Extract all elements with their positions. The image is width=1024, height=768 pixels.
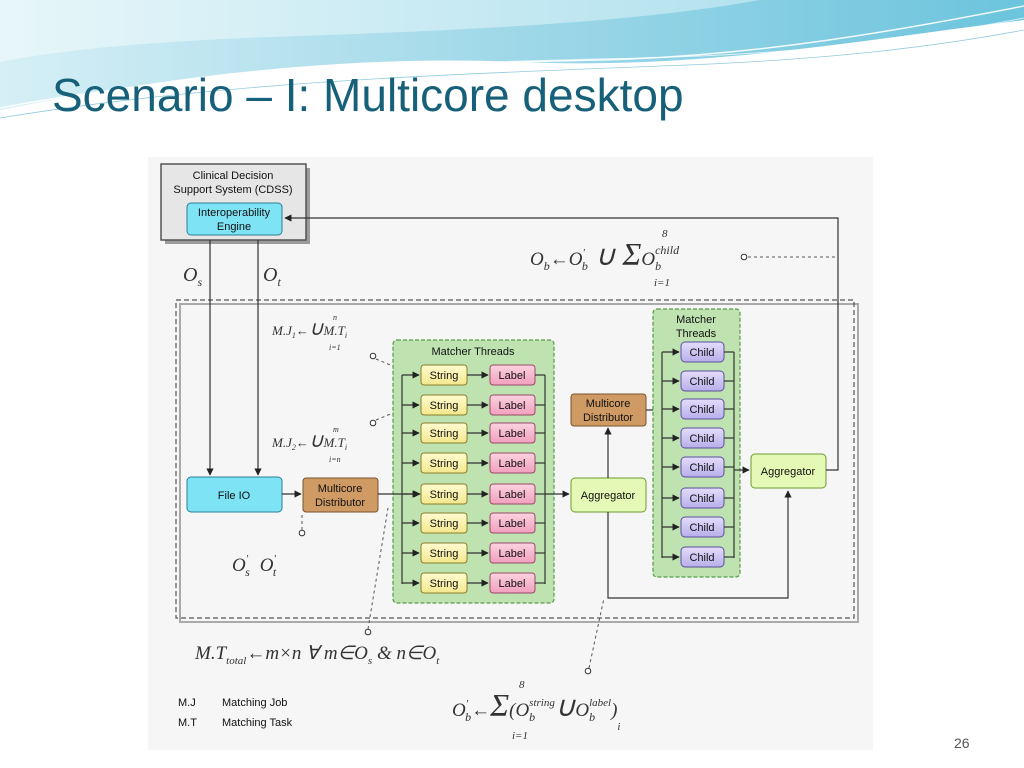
file-io-label: File IO (218, 490, 251, 502)
multicore-distributor-1-line2: Distributor (315, 497, 365, 509)
string-matcher-label: String (430, 489, 459, 501)
matcher-row: String Label (402, 572, 545, 594)
ob-bottom-connector (588, 597, 605, 669)
formula-mj1-lower: i=1 (329, 343, 341, 352)
aggregator-2-label: Aggregator (761, 466, 816, 478)
ob-bottom-anchor (584, 667, 592, 675)
label-matcher-label: Label (499, 548, 526, 560)
formula-ob-anchor (740, 253, 748, 261)
legend-abbr-mj: M.J (178, 697, 196, 709)
string-matcher-label: String (430, 458, 459, 470)
child-matcher-label: Child (689, 493, 714, 505)
mt-total-connector (367, 507, 389, 630)
child-matcher-label: Child (689, 376, 714, 388)
child-row: Child (662, 487, 734, 509)
matcher-threads-panel-2-title-line2: Threads (676, 328, 717, 340)
matcher-row: String Label (402, 364, 545, 386)
child-row: Child (662, 456, 734, 478)
multicore-distributor-2-line2: Distributor (583, 412, 633, 424)
formula-mj2-anchor (369, 419, 377, 427)
matcher-threads-panel-2-title-line1: Matcher (676, 314, 716, 326)
formula-mj2: M.J2←∪M.Ti (271, 430, 347, 452)
formula-ob-prime-upper: 8 (519, 679, 525, 691)
banner-wave-line-2 (59, 17, 1024, 101)
string-matcher-label: String (430, 578, 459, 590)
os-ot-prime-anchor (298, 529, 306, 537)
interoperability-engine-box (186, 202, 283, 236)
matcher-row: String Label (402, 512, 545, 534)
child-matcher-label: Child (689, 552, 714, 564)
matcher-row: String Label (402, 483, 545, 505)
multicore-system-boundary-shadow (179, 303, 859, 623)
interoperability-engine-line2: Engine (217, 221, 251, 233)
label-matcher-label: Label (499, 428, 526, 440)
legend-meaning-mt: Matching Task (222, 717, 293, 729)
string-matcher-label: String (430, 518, 459, 530)
child-matcher-label: Child (689, 433, 714, 445)
child-row: Child (662, 516, 734, 538)
interoperability-engine-line1: Interoperability (198, 207, 271, 219)
aggregator1-to-aggregator2-path (607, 490, 792, 599)
formula-ob-aggregate: Ob←O'b ∪ ΣObchild (530, 236, 680, 273)
string-matcher-label: String (430, 400, 459, 412)
label-matcher-label: Label (499, 370, 526, 382)
child-row: Child (662, 546, 734, 568)
legend-abbr-mt: M.T (178, 717, 197, 729)
formula-mj1-upper: n (333, 313, 337, 322)
aggregator-1-label: Aggregator (581, 490, 636, 502)
header-wave-banner (0, 0, 1024, 119)
mt-total-anchor (364, 628, 372, 636)
ot-label: Ot (263, 264, 281, 289)
formula-ob-sum-lower: i=1 (654, 277, 670, 289)
matcher-row: String Label (402, 394, 545, 416)
formula-mj1: M.J1←∪M.Ti (271, 318, 347, 340)
matcher-row: String Label (402, 542, 545, 564)
formula-mt-total: M.Ttotal←m×n ∀ m∈Os & n∈Ot (194, 643, 440, 667)
string-matcher-label: String (430, 428, 459, 440)
matcher-threads-panel-1-title: Matcher Threads (432, 346, 515, 358)
child-matcher-label: Child (689, 404, 714, 416)
formula-ob-prime: O'b←Σ(Obstring∪Oblabel)i (452, 687, 620, 733)
child-matcher-label: Child (689, 522, 714, 534)
label-matcher-label: Label (499, 489, 526, 501)
multicore-distributor-2-line1: Multicore (586, 398, 631, 410)
child-row: Child (662, 427, 734, 449)
string-matcher-label: String (430, 370, 459, 382)
child-matcher-label: Child (689, 347, 714, 359)
aggregator-2-box (750, 453, 827, 489)
formula-mj1-anchor (369, 352, 377, 360)
label-matcher-label: Label (499, 400, 526, 412)
matcher-row: String Label (402, 452, 545, 474)
formula-ob-sum-upper: 8 (662, 228, 668, 240)
formula-ob-prime-lower: i=1 (512, 730, 528, 742)
multicore-distributor-1-box (302, 477, 379, 513)
banner-wave-line-3 (0, 29, 1024, 119)
cdss-title-line1: Clinical Decision (193, 170, 274, 182)
aggregator2-to-interop-path (284, 214, 839, 471)
os-label: Os (183, 264, 202, 289)
string-matcher-label: String (430, 548, 459, 560)
cdss-title-line2: Support System (CDSS) (173, 184, 292, 196)
label-matcher-label: Label (499, 458, 526, 470)
child-matcher-label: Child (689, 462, 714, 474)
formula-mj2-lower: i=n (329, 455, 341, 464)
child-row: Child (662, 398, 734, 420)
label-matcher-label: Label (499, 518, 526, 530)
slide-title: Scenario – I: Multicore desktop (52, 69, 684, 121)
multicore-system-boundary (175, 299, 855, 619)
formula-mj2-upper: m (333, 425, 339, 434)
child-row: Child (662, 370, 734, 392)
multicore-distributor-1-line1: Multicore (318, 483, 363, 495)
legend-meaning-mj: Matching Job (222, 697, 287, 709)
child-row: Child (662, 341, 734, 363)
slide-number: 26 (954, 735, 970, 751)
banner-wave-line-1 (0, 5, 1024, 109)
matcher-row: String Label (402, 422, 545, 444)
banner-wave-front (0, 0, 760, 62)
label-matcher-label: Label (499, 578, 526, 590)
